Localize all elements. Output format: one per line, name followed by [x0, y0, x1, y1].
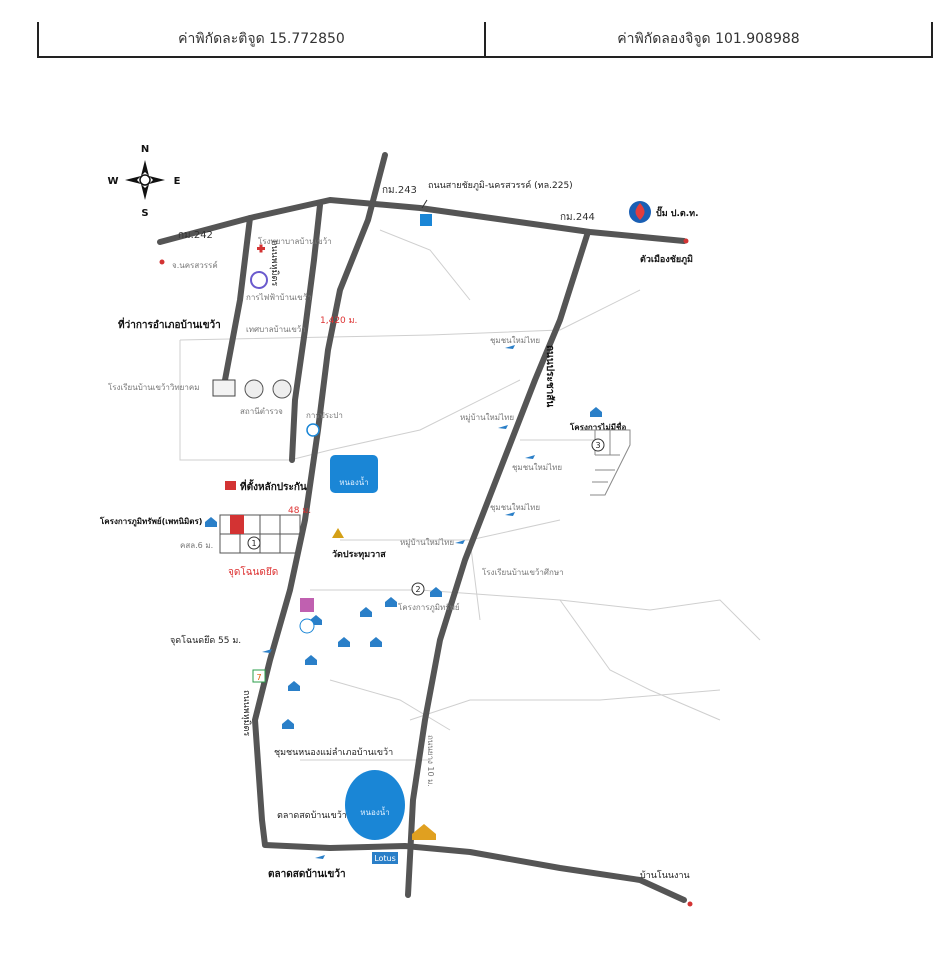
label-pond-upper: หนองน้ำ [339, 476, 368, 487]
junction-marker [421, 199, 428, 209]
label-police: สถานีตำรวจ [240, 407, 283, 416]
pond-lower [345, 770, 405, 840]
compass-east: E [174, 176, 181, 187]
minor-streets [179, 229, 761, 761]
badge-1 [247, 536, 261, 550]
label-to-bannongan: บ้านโนนงาน [640, 870, 690, 881]
collateral-swatch [225, 481, 236, 490]
label-municipality: เทศบาลบ้านเขว้า [246, 325, 306, 334]
label-school: โรงเรียนบ้านเขว้าวิทยาคม [108, 382, 199, 392]
label-village-2: หมู่บ้านใหม่ไทย [460, 413, 514, 423]
temple-icon [332, 528, 344, 538]
office-icon [420, 214, 432, 226]
label-hospital: โรงพยาบาลบ้านเขว้า [258, 236, 332, 246]
road-prachasan [405, 229, 591, 898]
waterworks-icon [306, 423, 320, 437]
label-project-mai: โครงการไม่มีชื่อ [569, 421, 626, 432]
label-collateral: ที่ตั้งหลักประกัน [240, 479, 307, 493]
label-market-upper: ตลาดสดบ้านเขว้า [277, 810, 347, 821]
road-left [222, 215, 253, 383]
compass-south: S [141, 208, 148, 219]
main-roads [157, 152, 687, 903]
compass-west: W [107, 176, 118, 187]
road-end-marker-east [683, 238, 689, 244]
lotus-icon [372, 852, 398, 864]
label-village-4: ชุมชนใหม่ไทย [490, 503, 540, 512]
compass-north: N [141, 144, 149, 155]
label-market-lower: ตลาดสดบ้านเขว้า [268, 868, 346, 880]
road-center [252, 152, 687, 903]
label-school-right: โรงเรียนบ้านเขว้าศึกษา [482, 567, 564, 577]
label-pond-lower: หนองน้ำ [360, 806, 389, 817]
road-end-marker-southeast [687, 901, 693, 907]
label-dist-1420: 1,420 ม. [320, 316, 357, 326]
label-km244: กม.244 [560, 212, 595, 223]
electric-icon [250, 271, 268, 289]
label-road-10m: ถนนยาง 10 ม. [426, 735, 435, 787]
collateral-plot [230, 515, 244, 534]
label-lane-6: คสล.6 ม. [180, 541, 213, 550]
label-origin-55: จุดโฉนดยึด 55 ม. [170, 635, 241, 646]
label-origin-point: จุดโฉนดยึด [228, 565, 278, 578]
label-ptt: ปั๊ม ป.ต.ท. [656, 206, 699, 219]
compass-icon: N S W E [107, 144, 180, 219]
badge-2 [411, 582, 425, 596]
label-project-right: โครงการภูมิทรัพย์ [398, 602, 460, 613]
coordinate-bar: ค่าพิกัดละติจูด 15.772850 ค่าพิกัดลองจิจ… [37, 22, 933, 58]
label-electric: การไฟฟ้าบ้านเขว้า [246, 293, 312, 302]
label-project-left: โครงการภูมิทรัพย์(เพทนิมิตร) [99, 516, 202, 527]
label-km242: กม.242 [178, 230, 213, 241]
label-dist-48: 48 ม. [288, 506, 311, 516]
badge-3 [591, 438, 605, 452]
seven-eleven-icon [252, 669, 266, 683]
landmark-icon [300, 598, 314, 612]
housing-icons [205, 345, 602, 859]
label-village-3: ชุมชนใหม่ไทย [512, 463, 562, 472]
badge-3-label: 3 [595, 441, 600, 450]
road-phakdi [289, 202, 323, 463]
government-icons [212, 379, 292, 399]
label-road-prachasan: ถนนประชาสัน [544, 345, 556, 407]
subdivision-right [580, 429, 631, 496]
label-to-chaiyaphum: ตัวเมืองชัยภูมิ [640, 253, 693, 265]
badge-1-label: 1 [251, 539, 256, 548]
longitude-label: ค่าพิกัดลองจิจูด 101.908988 [484, 22, 931, 56]
pond-upper [330, 455, 378, 493]
latitude-label: ค่าพิกัดละติจูด 15.772850 [178, 31, 345, 47]
road-end-marker-west [159, 259, 165, 265]
label-to-nakhonsawan: จ.นครสวรรค์ [172, 260, 218, 270]
label-waterworks: การประปา [306, 411, 343, 420]
label-highway-225: ถนนสายชัยภูมิ-นครสวรรค์ (ทล.225) [428, 179, 573, 191]
seven-label: 7 [256, 673, 261, 682]
label-road-phakdi: ถนนพหุมิตร [269, 240, 280, 286]
label-district-office: ที่ว่าการอำเภอบ้านเขว้า [118, 317, 221, 331]
ptt-icon [629, 201, 651, 223]
label-km243: กม.243 [382, 185, 417, 196]
shelter-icon [412, 824, 436, 840]
label-temple: วัดประทุมวาส [332, 549, 386, 560]
label-community: ชุมชนหนองแม่ลำเภอบ้านเขว้า [274, 747, 393, 758]
label-road-phakdi-lower: ถนนพหุมิตร [241, 690, 252, 736]
label-village-5: หมู่บ้านใหม่ไทย [400, 538, 454, 548]
water-tower-icon [299, 618, 315, 634]
label-village-1: ชุมชนใหม่ไทย [490, 336, 540, 345]
lotus-label: Lotus [374, 854, 396, 863]
badge-2-label: 2 [415, 585, 420, 594]
hospital-icon [257, 244, 265, 253]
